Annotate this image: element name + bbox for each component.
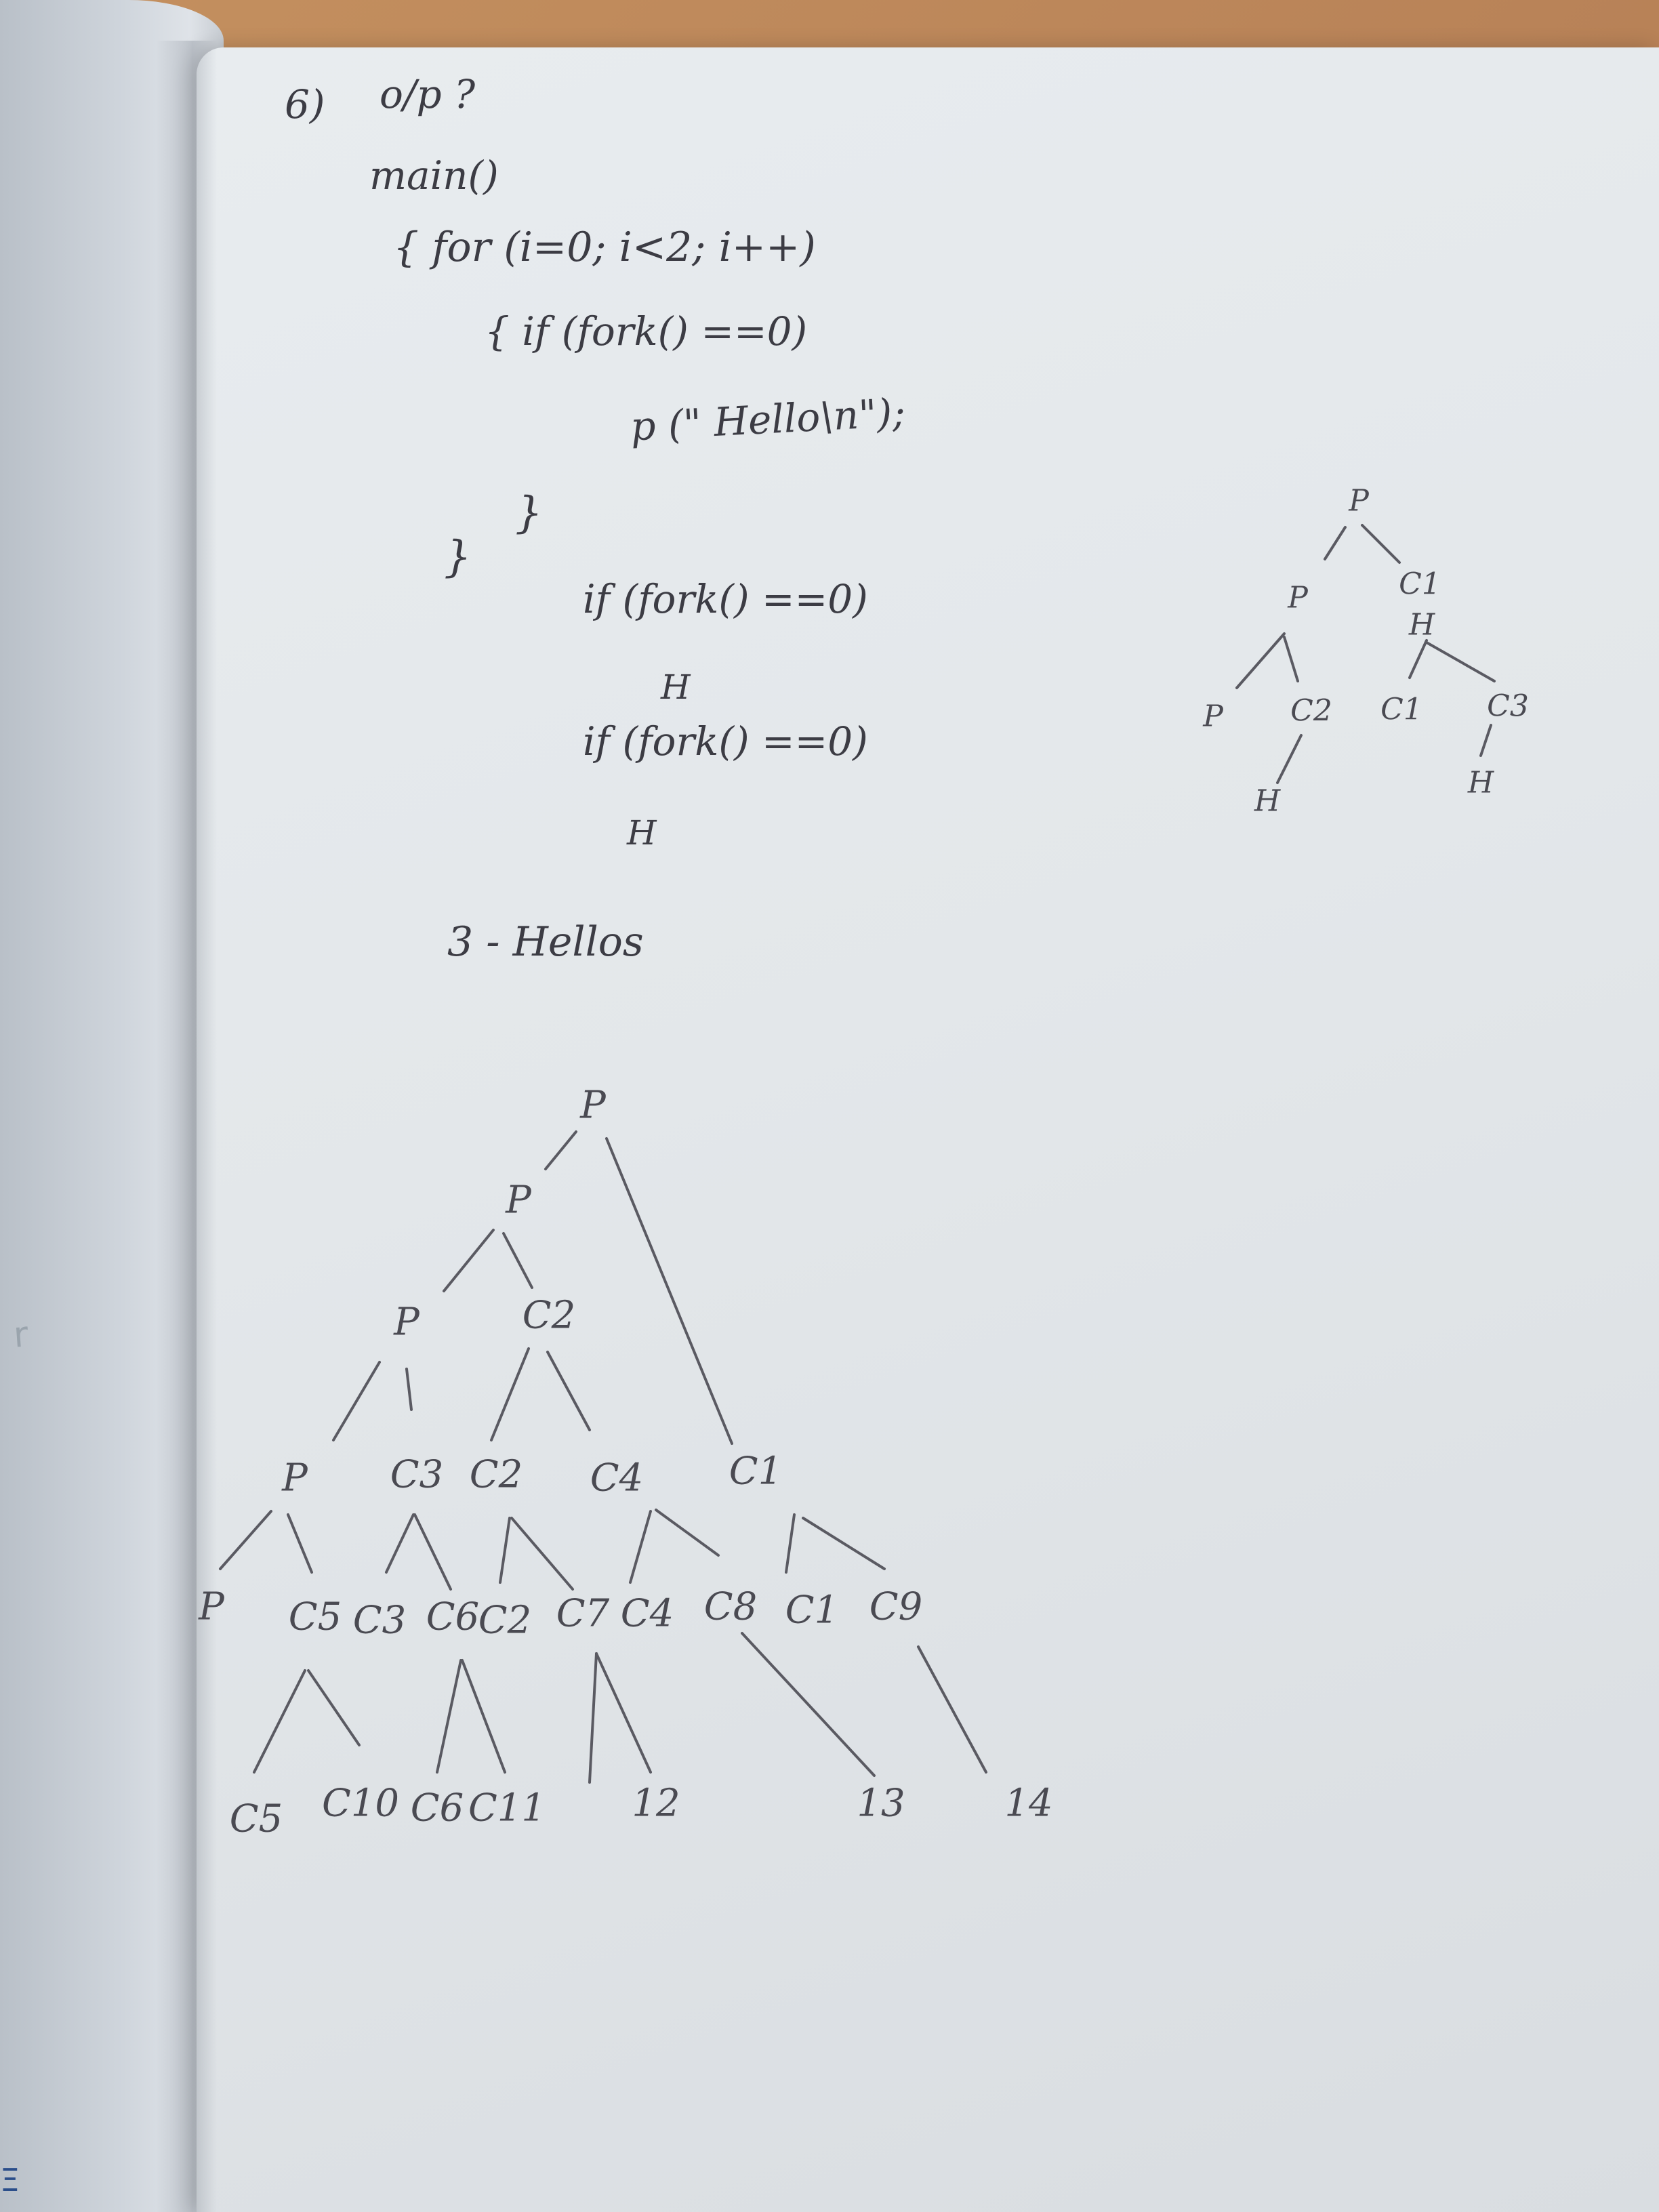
big-node-l4-c1: C1 [785,1589,838,1633]
big-node-l3-c4: C4 [590,1456,643,1500]
code-line-for: { for (i=0; i<2; i++) [393,224,816,271]
big-edge-l4c7-l5n12a [588,1652,598,1784]
big-node-l3-c3: C3 [390,1453,443,1497]
small-node-p2: P [1202,699,1224,734]
big-edge-l3c2-l4c7 [510,1517,574,1591]
big-node-l2-p: P [393,1300,420,1345]
big-edge-l4c6-l5c11 [461,1659,506,1774]
small-node-c1b: C1 [1380,693,1422,727]
big-node-l4-c4: C4 [621,1592,674,1636]
big-edge-l4c5-l5c10 [307,1669,361,1746]
big-node-l5-c10: C10 [322,1782,399,1826]
unrolled-line-4: H [627,813,657,853]
big-edge-l3c4-l4c4 [629,1510,652,1584]
big-edge-l2p-l3c3 [405,1368,413,1411]
left-notebook-page [0,0,224,2212]
big-edge-l2p-l3p [332,1361,381,1441]
question-label: o/p ? [380,71,476,117]
big-edge-l3c1-l4c1 [785,1513,796,1574]
big-edge-l4c9-l5n14 [917,1645,987,1774]
small-edge-p0-p1 [1324,526,1347,560]
code-line-if: { if (fork() ==0) [485,308,808,354]
big-edge-r-c1 [605,1137,733,1445]
big-node-l4-c6: C6 [426,1595,479,1639]
corner-ink-mark: Ξ [0,2162,20,2198]
big-edge-l3c1-l4c9 [802,1517,886,1570]
big-edge-l1p-l2c2 [502,1232,533,1289]
big-edge-l3c3-l4c3 [385,1513,415,1574]
big-node-l4-c2: C2 [478,1599,531,1643]
big-edge-l4c7-l5n12b [595,1652,652,1774]
big-node-l4-c3: C3 [353,1599,406,1643]
big-edge-l1p-l2p [443,1229,495,1292]
big-edge-l2c2-l3c2 [490,1347,530,1441]
big-node-l3-c1: C1 [729,1450,782,1494]
big-edge-l3p-l4p [219,1510,272,1570]
small-edge-p1-p2 [1235,632,1286,689]
small-node-h3: H [1467,766,1495,800]
big-node-l5-c11: C11 [468,1786,546,1830]
small-edge-c3-h3 [1479,724,1492,757]
answer-text: 3 - Hellos [447,918,644,966]
big-node-l4-c9: C9 [869,1585,922,1629]
unrolled-line-3: if (fork() ==0) [583,718,868,764]
small-node-h2: H [1254,784,1282,819]
big-node-l2-c2: C2 [523,1294,575,1338]
big-edge-l4c6-l5c6 [436,1659,462,1774]
code-line-main: main() [369,152,499,199]
small-node-c2: C2 [1290,694,1332,729]
big-node-l5-13: 13 [857,1782,905,1826]
big-node-l5-c6: C6 [411,1786,464,1830]
code-line-close-inner: } [515,488,543,538]
small-edge-c2-h2 [1276,734,1303,784]
big-node-l5-c5: C5 [230,1797,283,1841]
big-node-root-p: P [579,1084,607,1128]
big-edge-l3c3-l4c6 [413,1513,452,1591]
small-node-p0: P [1348,484,1370,518]
small-edge-p0-c1 [1361,524,1401,564]
small-node-h1: H [1408,608,1436,642]
small-node-c3: C3 [1487,689,1529,724]
big-node-l4-p: P [198,1585,225,1629]
unrolled-line-1: if (fork() ==0) [583,576,868,622]
small-edge-h1-c1b [1408,639,1428,679]
small-node-p1: P [1287,581,1309,615]
small-node-c1a: C1 [1399,567,1441,602]
big-edge-r-l1p [544,1130,577,1170]
big-edge-l3c4-l4c8 [655,1509,720,1557]
big-node-l1-p: P [505,1179,532,1223]
big-edge-l4c8-l5n13 [741,1632,876,1777]
big-node-l4-c5: C5 [289,1595,342,1639]
big-node-l4-c7: C7 [556,1592,610,1636]
small-edge-h1-c3 [1425,641,1496,682]
question-number: 6) [285,81,325,127]
unrolled-line-2: H [661,668,691,707]
big-edge-l4c5-l5c5 [253,1669,306,1774]
big-node-l5-12: 12 [632,1782,680,1826]
big-node-l4-c8: C8 [704,1585,757,1629]
big-node-l5-14: 14 [1004,1782,1052,1826]
notebook-page [197,47,1659,2212]
big-edge-l2c2-l3c4 [546,1351,591,1431]
code-line-close-outer: } [444,532,472,582]
page-gutter-shadow [156,41,217,2212]
big-node-l3-c2: C2 [470,1453,523,1497]
big-edge-l3p-l4c5 [287,1513,313,1574]
big-node-l3-p: P [281,1456,308,1500]
small-edge-p1-c2 [1283,636,1299,682]
big-edge-l3c2-l4c2 [499,1517,511,1584]
